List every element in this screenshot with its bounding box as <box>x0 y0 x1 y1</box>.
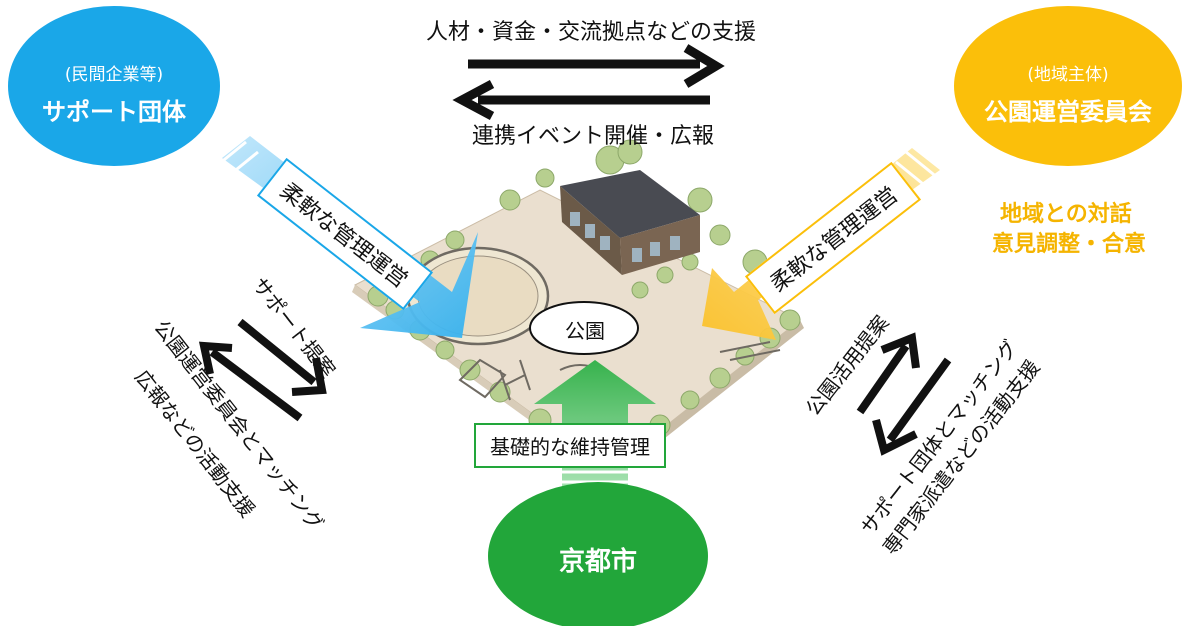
top-exchange-arrows <box>452 44 725 120</box>
top-event-text: 連携イベント開催・広報 <box>472 124 715 149</box>
park-committee-sub: (地域主体) <box>1027 65 1109 85</box>
city-name: 京都市 <box>558 547 637 577</box>
city-arrow-label: 基礎的な維持管理 <box>474 423 666 468</box>
support-group-name: サポート団体 <box>42 98 186 126</box>
support-group-sub: (民間企業等) <box>64 65 164 85</box>
right-exchange-arrows <box>856 332 952 456</box>
park-committee-name: 公園運営委員会 <box>984 98 1152 126</box>
city-ellipse <box>488 482 708 626</box>
top-support-text: 人材・資金・交流拠点などの支援 <box>426 20 757 45</box>
support-group-ellipse <box>8 6 220 166</box>
park-label: 公園 <box>565 319 605 343</box>
park-ellipse <box>529 301 639 355</box>
park-committee-ellipse <box>954 6 1182 166</box>
committee-consensus-text: 意見調整・合意 <box>992 232 1147 257</box>
left-exchange-arrows <box>198 318 327 422</box>
committee-dialog-text: 地域との対話 <box>1000 202 1132 227</box>
